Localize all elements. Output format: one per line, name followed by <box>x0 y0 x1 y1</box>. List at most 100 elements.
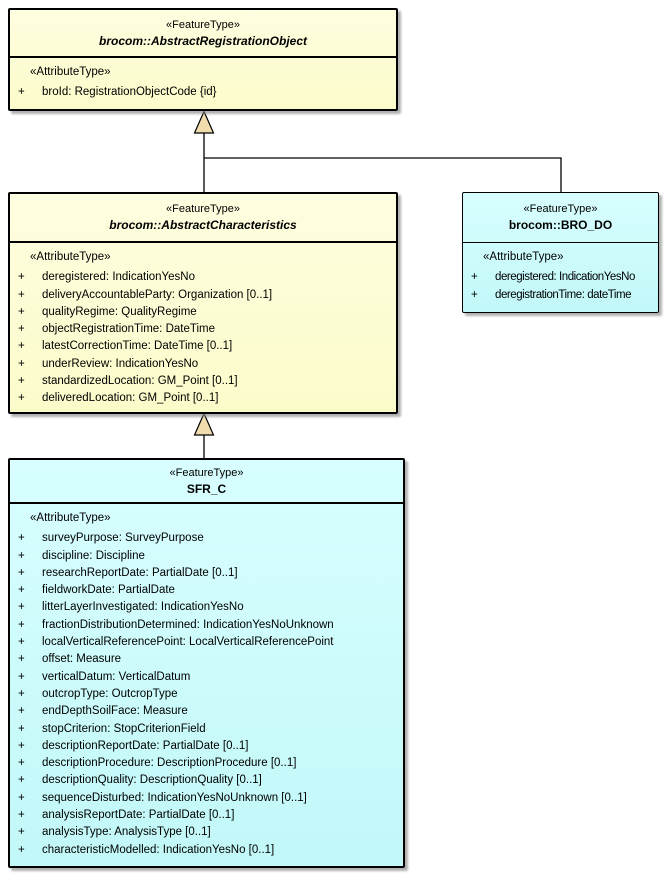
attribute-row: +underReview: IndicationYesNo <box>14 356 392 373</box>
class-stereotype: «FeatureType» <box>169 466 244 479</box>
attribute-row: + deregistered: IndicationYesNo <box>14 269 392 286</box>
attribute-visibility: + <box>18 791 25 804</box>
attribute-row: + objectRegistrationTime: DateTime <box>14 321 392 338</box>
attribute-text: endDepthSoilFace: Measure <box>42 705 188 718</box>
attributes-compartment: «AttributeType» + surveyPurpose: SurveyPu… <box>10 504 403 859</box>
class-title-compartment: «FeatureType» brocom::AbstractRegistrati… <box>10 10 396 58</box>
attribute-text: fieldworkDate: PartialDate <box>42 584 175 597</box>
attribute-visibility: + <box>18 532 25 545</box>
attribute-row: + deregistered: IndicationYesNo <box>467 269 654 286</box>
attribute-row: + qualityRegime: QualityRegime <box>14 304 392 321</box>
attribute-row: +latestCorrectionTime: DateTime [0..1] <box>14 338 392 355</box>
attribute-row: +endDepthSoilFace: Measure <box>14 703 399 720</box>
attribute-visibility: + <box>18 584 25 597</box>
class-box-abstract-registration-object[interactable]: «FeatureType» brocom::AbstractRegistrati… <box>8 8 398 111</box>
attributes-compartment: «AttributeType» + deregistered: Indicatio… <box>10 243 396 408</box>
attribute-text: objectRegistrationTime: DateTime <box>42 323 215 336</box>
attribute-visibility: + <box>18 271 25 284</box>
attribute-text: qualityRegime: QualityRegime <box>42 305 197 318</box>
attribute-text: surveyPurpose: SurveyPurpose <box>42 532 204 545</box>
attribute-text: verticalDatum: VerticalDatum <box>42 670 191 683</box>
attribute-visibility: + <box>18 618 25 631</box>
attribute-list: + deregistered: IndicationYesNo + deregistr… <box>467 269 654 304</box>
attribute-stereotype: «AttributeType» <box>30 66 111 78</box>
class-stereotype: «FeatureType» <box>523 203 598 215</box>
attribute-text: broId: RegistrationObjectCode {id} <box>42 86 217 99</box>
attribute-row: +researchReportDate: PartialDate [0..1] <box>14 565 399 582</box>
attribute-stereotype: «AttributeType» <box>30 251 111 263</box>
attribute-row: + fieldworkDate: PartialDate <box>14 582 399 599</box>
attribute-visibility: + <box>18 323 25 336</box>
attribute-text: deregistered: IndicationYesNo <box>42 271 196 284</box>
attribute-row: +broId: RegistrationObjectCode {id} <box>14 84 392 101</box>
attribute-visibility: + <box>18 739 25 752</box>
attribute-text: litterLayerInvestigated: IndicationYesNo <box>42 601 244 614</box>
attribute-text: characteristicModelled: IndicationYesNo … <box>42 843 275 856</box>
attribute-visibility: + <box>18 774 25 787</box>
generalization-arrowhead-top <box>193 110 215 134</box>
attribute-row: +offset: Measure <box>14 651 399 668</box>
class-stereotype: «FeatureType» <box>166 18 240 31</box>
attribute-visibility: + <box>471 288 478 301</box>
attribute-row: + sequenceDisturbed: IndicationYesNoUnkno… <box>14 790 399 807</box>
attribute-visibility: + <box>18 809 25 822</box>
attribute-row: + characteristicModelled: IndicationYesNo… <box>14 842 399 859</box>
attribute-text: deliveryAccountableParty: Organization [… <box>42 288 273 301</box>
class-title-compartment: «FeatureType» SFR_C <box>10 460 403 504</box>
attribute-visibility: + <box>18 288 25 301</box>
attribute-row: +verticalDatum: VerticalDatum <box>14 669 399 686</box>
attribute-visibility: + <box>18 826 25 839</box>
attribute-visibility: + <box>18 549 25 562</box>
attribute-visibility: + <box>18 722 25 735</box>
attribute-visibility: + <box>18 305 25 318</box>
class-name: brocom::AbstractRegistrationObject <box>98 33 308 48</box>
attribute-text: underReview: IndicationYesNo <box>42 357 199 370</box>
attribute-row: + descriptionReportDate: PartialDate [0..… <box>14 738 399 755</box>
attribute-visibility: + <box>18 636 25 649</box>
attribute-stereotype: «AttributeType» <box>483 251 564 263</box>
attribute-text: descriptionReportDate: PartialDate [0..1… <box>42 739 249 752</box>
attribute-row: + deliveredLocation: GM_Point [0..1] <box>14 390 392 407</box>
attribute-visibility: + <box>18 843 25 856</box>
attribute-visibility: + <box>18 687 25 700</box>
attribute-row: +analysisReportDate: PartialDate [0..1] <box>14 807 399 824</box>
attribute-row: + deliveryAccountableParty: Organization … <box>14 287 392 304</box>
attribute-text: fractionDistributionDetermined: Indicati… <box>42 618 334 631</box>
class-name: SFR_C <box>186 481 227 496</box>
attribute-text: deliveredLocation: GM_Point [0..1] <box>42 392 219 405</box>
attributes-compartment: «AttributeType» +broId: RegistrationObje… <box>10 58 396 102</box>
class-title-compartment: «FeatureType» brocom::AbstractCharacteri… <box>10 194 396 243</box>
attribute-text: descriptionProcedure: DescriptionProcedu… <box>42 757 297 770</box>
attribute-row: + fractionDistributionDetermined: Indicat… <box>14 617 399 634</box>
class-title-compartment: «FeatureType» brocom::BRO_DO <box>463 193 658 243</box>
attribute-stereotype: «AttributeType» <box>30 512 111 524</box>
attribute-text: deregistrationTime: dateTime <box>495 288 632 301</box>
attribute-row: + analysisType: AnalysisType [0..1] <box>14 824 399 841</box>
attribute-text: outcropType: OutcropType <box>42 687 178 700</box>
class-box-abstract-characteristics[interactable]: «FeatureType» brocom::AbstractCharacteri… <box>8 192 398 414</box>
attribute-row: + discipline: Discipline <box>14 548 399 565</box>
attribute-row: + outcropType: OutcropType <box>14 686 399 703</box>
attribute-row: + localVerticalReferencePoint: LocalVerti… <box>14 634 399 651</box>
class-stereotype: «FeatureType» <box>166 203 240 215</box>
attribute-row: + deregistrationTime: dateTime <box>467 287 654 304</box>
attribute-row: +descriptionProcedure: DescriptionProced… <box>14 755 399 772</box>
attribute-visibility: + <box>18 566 25 579</box>
generalization-line-bro-do <box>204 157 562 192</box>
attribute-row: + stopCriterion: StopCriterionField <box>14 721 399 738</box>
attribute-text: stopCriterion: StopCriterionField <box>42 722 206 735</box>
class-box-bro-do[interactable]: «FeatureType» brocom::BRO_DO «AttributeT… <box>462 192 659 313</box>
attribute-text: analysisType: AnalysisType [0..1] <box>42 826 211 839</box>
attribute-visibility: + <box>18 392 25 405</box>
class-name: brocom::AbstractCharacteristics <box>109 218 297 232</box>
class-box-sfr-c[interactable]: «FeatureType» SFR_C «AttributeType» + sur… <box>8 458 405 868</box>
attribute-text: discipline: Discipline <box>42 549 145 562</box>
attribute-text: deregistered: IndicationYesNo <box>495 271 635 284</box>
attribute-text: latestCorrectionTime: DateTime [0..1] <box>42 340 233 353</box>
attribute-visibility: + <box>471 271 478 284</box>
attribute-text: sequenceDisturbed: IndicationYesNoUnknow… <box>42 791 307 804</box>
attribute-visibility: + <box>18 653 25 666</box>
attribute-visibility: + <box>18 601 25 614</box>
attribute-text: localVerticalReferencePoint: LocalVertic… <box>42 636 334 649</box>
